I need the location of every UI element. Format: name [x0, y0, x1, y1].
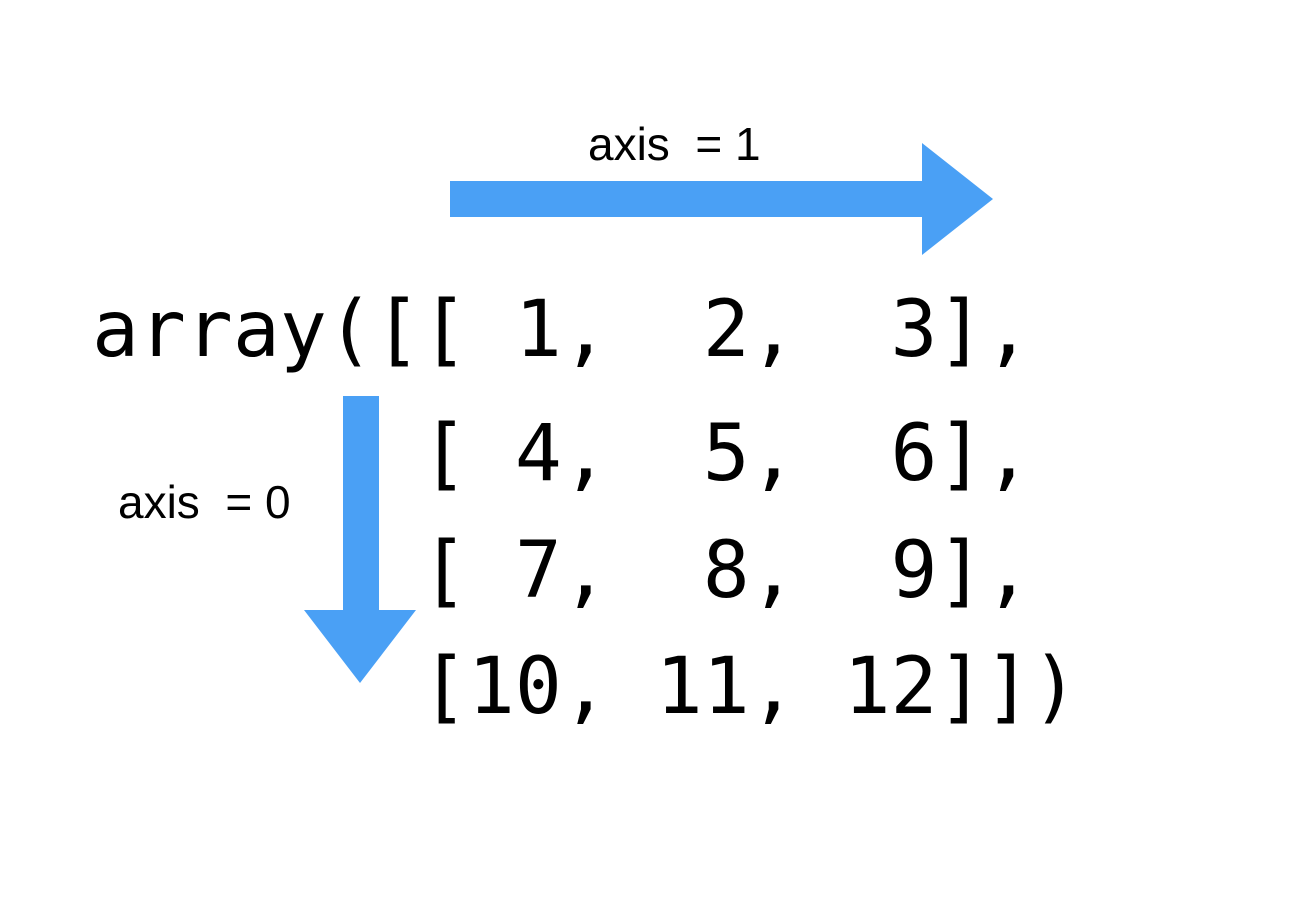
axis-1-label: axis = 1: [588, 118, 761, 170]
array-row-4: [10, 11, 12]]): [374, 642, 1079, 732]
axis-1-arrow-shape: [450, 143, 993, 255]
axis-0-arrow-shape: [304, 396, 416, 683]
array-row-3: [ 7, 8, 9],: [374, 526, 1032, 616]
array-prefix: array(: [92, 285, 374, 375]
axis-0-label: axis = 0: [118, 476, 291, 528]
array-row-2: [ 4, 5, 6],: [374, 409, 1032, 499]
array-row-1: [[ 1, 2, 3],: [374, 285, 1032, 375]
